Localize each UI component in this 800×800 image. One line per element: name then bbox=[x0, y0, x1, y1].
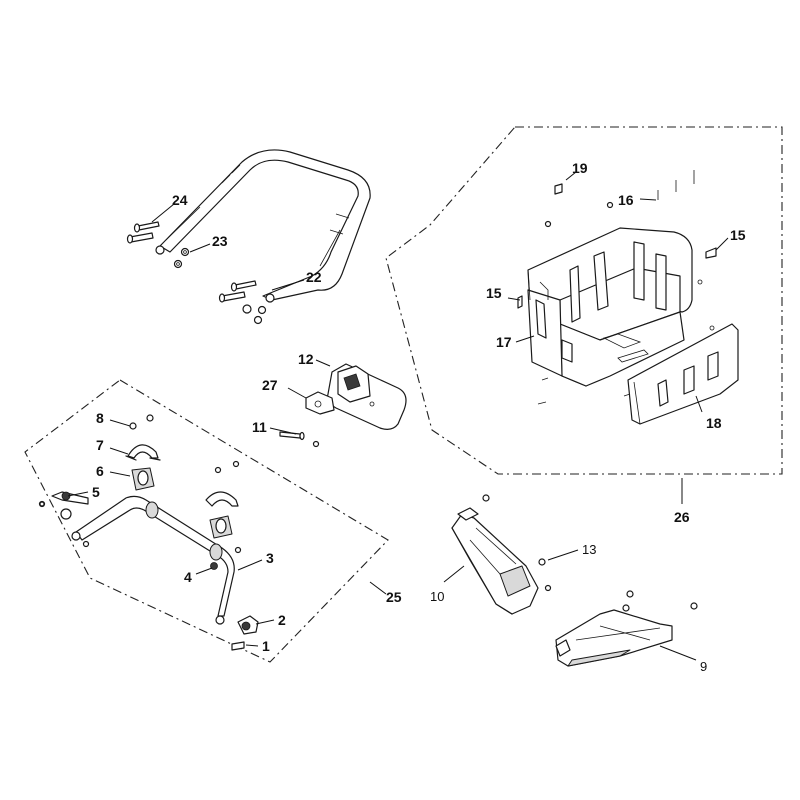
callout-10: 10 bbox=[430, 589, 444, 604]
callout-25: 25 bbox=[386, 589, 402, 605]
callout-18: 18 bbox=[706, 415, 722, 431]
callout-6: 6 bbox=[96, 463, 104, 479]
callout-3: 3 bbox=[266, 550, 274, 566]
callout-4: 4 bbox=[184, 569, 192, 585]
callout-labels: 1 2 3 4 5 6 7 8 9 10 11 12 13 15 15 16 1… bbox=[92, 160, 746, 674]
bolt-22 bbox=[218, 280, 267, 325]
bolt-24 bbox=[126, 221, 160, 244]
callout-9: 9 bbox=[700, 659, 707, 674]
nut-23 bbox=[173, 247, 190, 269]
bolt-8 bbox=[129, 414, 154, 430]
callout-11: 11 bbox=[252, 419, 267, 435]
callout-17: 17 bbox=[496, 334, 512, 350]
callout-8: 8 bbox=[96, 410, 104, 426]
switch-housing-12 bbox=[327, 363, 407, 430]
callout-26: 26 bbox=[674, 509, 690, 525]
bracket-27 bbox=[305, 391, 335, 415]
link-5 bbox=[38, 491, 89, 520]
callout-24: 24 bbox=[172, 192, 188, 208]
mud-flap-9 bbox=[555, 590, 698, 667]
callout-23: 23 bbox=[212, 233, 228, 249]
callout-2: 2 bbox=[278, 612, 286, 628]
basket-hardware bbox=[517, 170, 717, 405]
washer-misc bbox=[39, 501, 90, 548]
callout-16: 16 bbox=[618, 192, 634, 208]
callout-22: 22 bbox=[306, 269, 322, 285]
callout-13: 13 bbox=[582, 542, 596, 557]
callout-15-left: 15 bbox=[486, 285, 502, 301]
callout-12: 12 bbox=[298, 351, 314, 367]
callout-15-right: 15 bbox=[730, 227, 746, 243]
cargo-basket-17 bbox=[527, 227, 693, 387]
leader-lines bbox=[67, 171, 729, 661]
callout-7: 7 bbox=[96, 437, 104, 453]
group-25-boundary bbox=[24, 379, 389, 663]
screw-11 bbox=[279, 431, 320, 448]
side-panel-18 bbox=[627, 323, 739, 425]
mud-flap-10 bbox=[451, 494, 552, 615]
callout-5: 5 bbox=[92, 484, 100, 500]
bolt-4 bbox=[210, 562, 218, 570]
callout-27: 27 bbox=[262, 377, 278, 393]
clamp-7 bbox=[125, 444, 161, 461]
callout-19: 19 bbox=[572, 160, 588, 176]
screw-1 bbox=[231, 641, 245, 651]
group-26-boundary bbox=[385, 126, 783, 475]
callout-1: 1 bbox=[262, 638, 270, 654]
clip-2 bbox=[237, 615, 259, 635]
handle-bar bbox=[155, 149, 371, 314]
stabilizer-bar-3 bbox=[71, 495, 235, 625]
right-mount-hardware bbox=[205, 460, 242, 554]
bushing-6 bbox=[131, 467, 155, 491]
